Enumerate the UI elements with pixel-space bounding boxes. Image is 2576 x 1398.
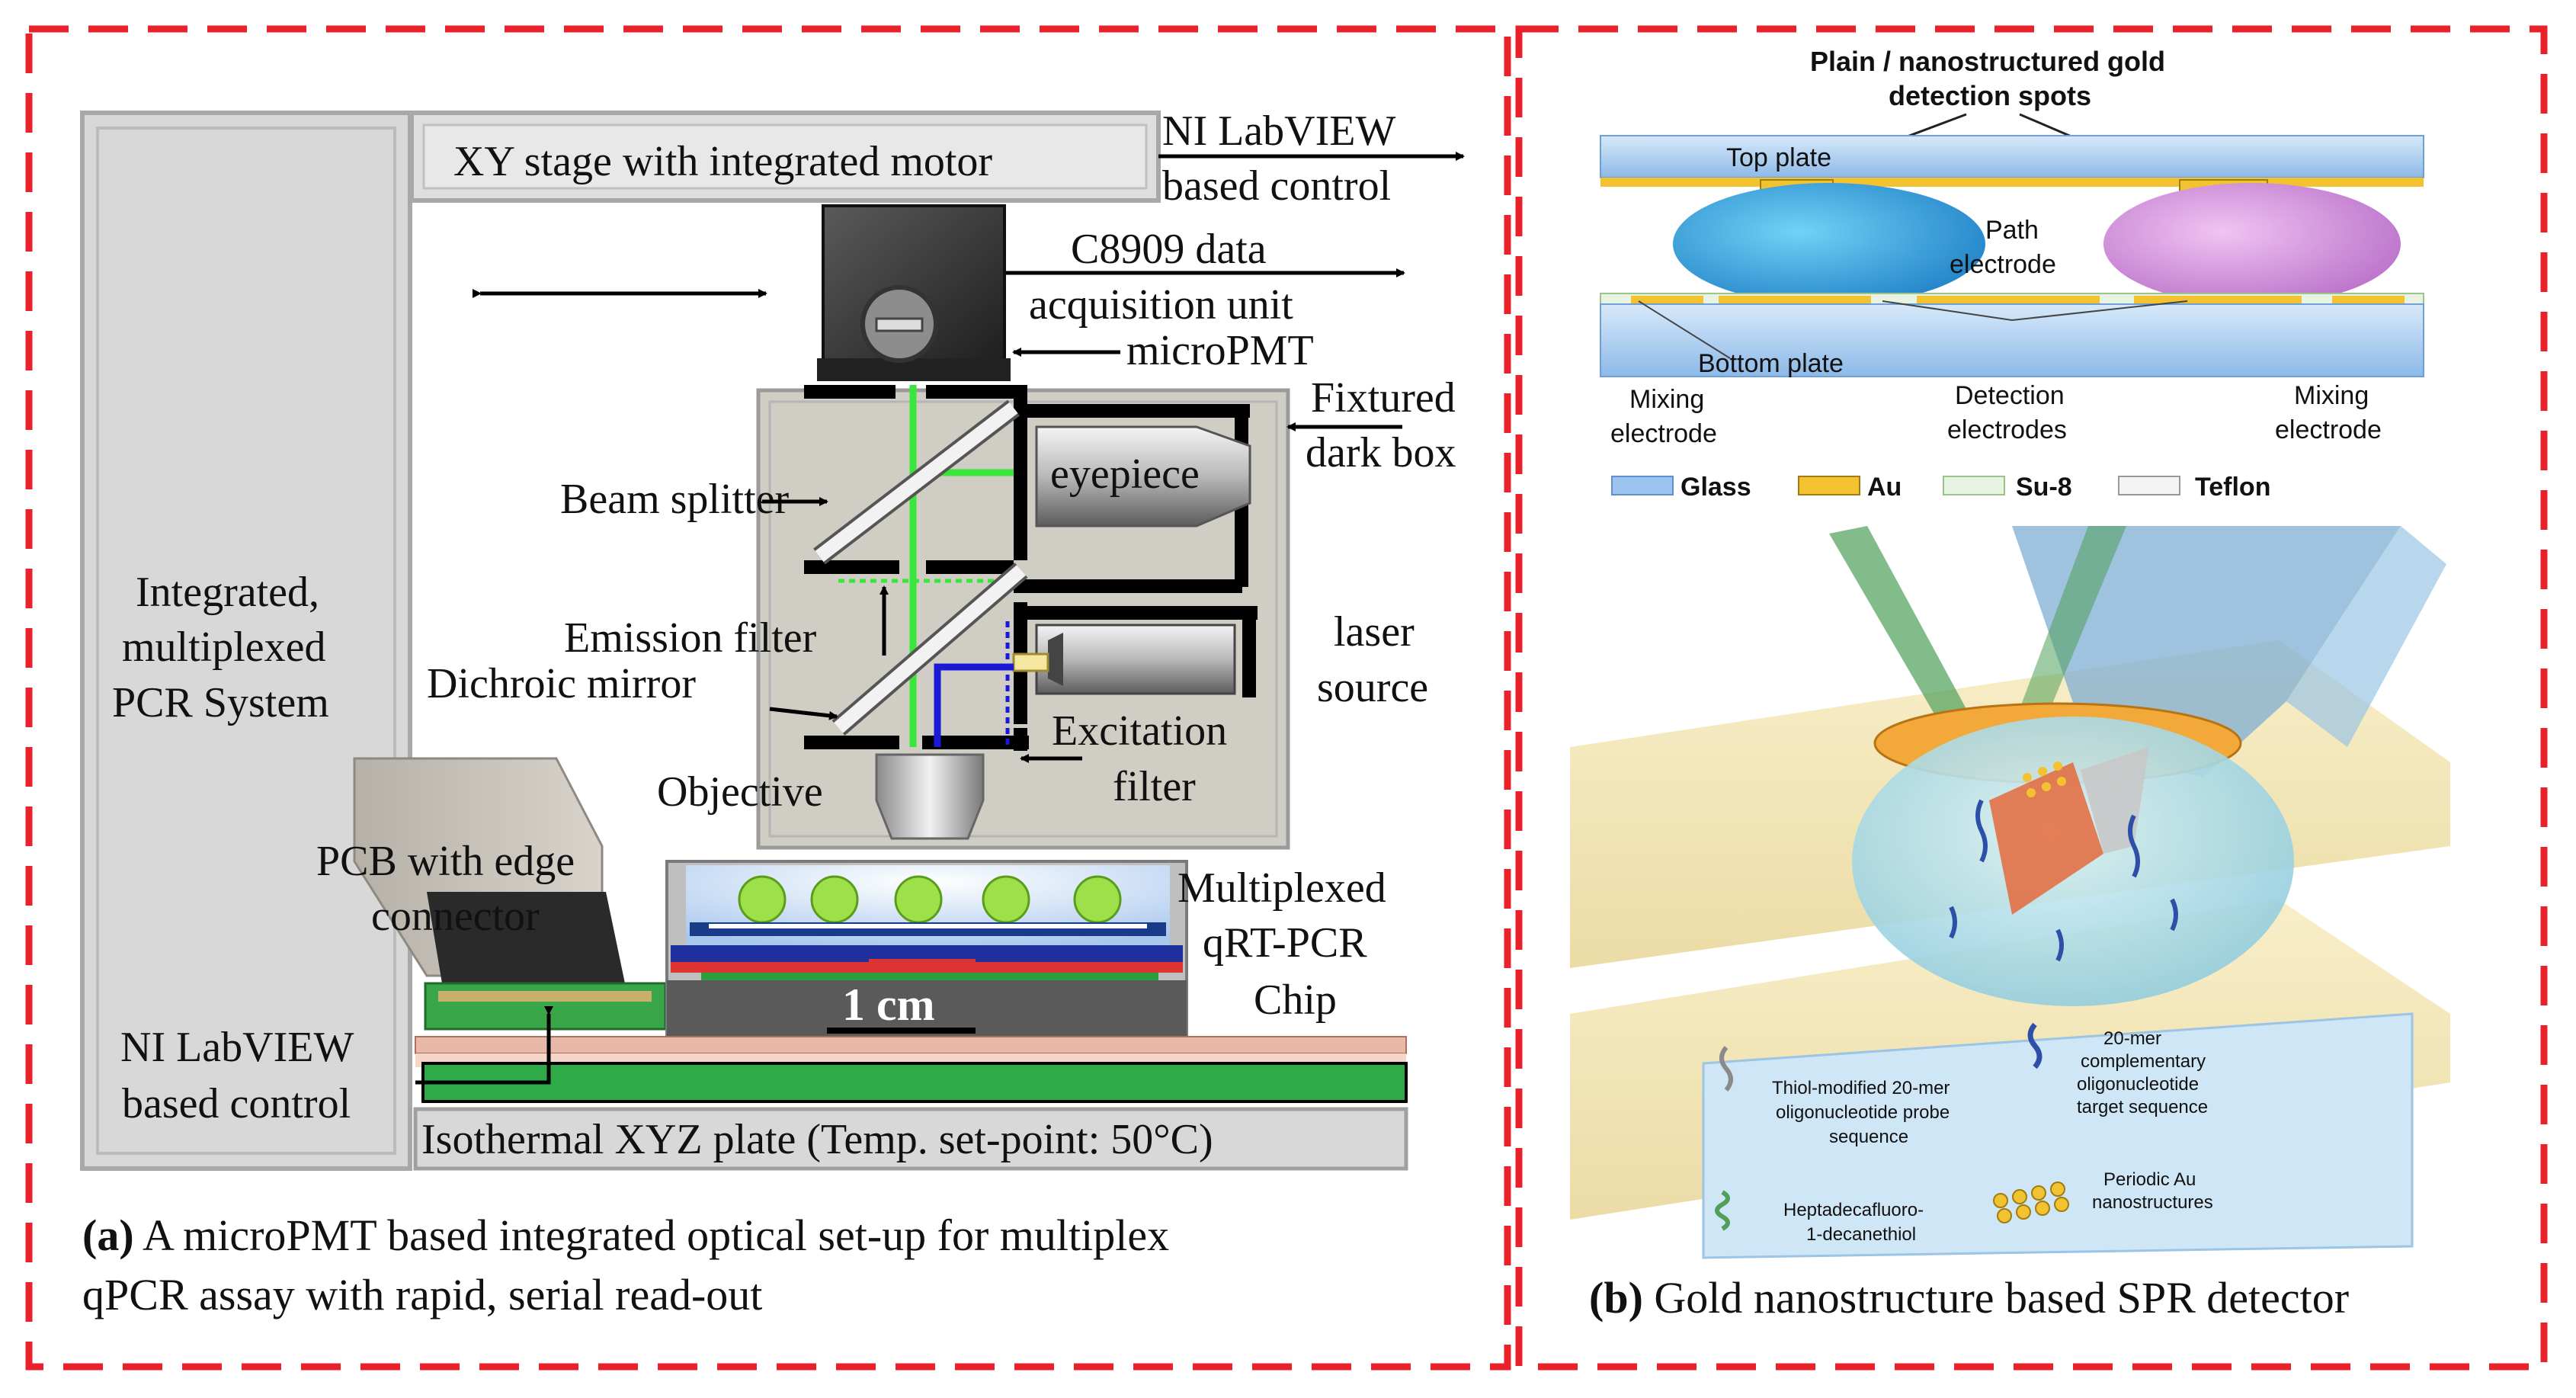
mixing-right-label-1: Mixing xyxy=(2294,381,2369,410)
dichroic-mirror-label: Dichroic mirror xyxy=(427,660,696,707)
eyepiece-label: eyepiece xyxy=(1050,451,1200,498)
path-label-2: electrode xyxy=(1950,250,2056,279)
inset-hepta-1: Heptadecafluoro- xyxy=(1783,1200,1924,1220)
panel-b: Plain / nanostructured gold detection sp… xyxy=(1570,46,2450,1323)
header-label-1: Plain / nanostructured gold xyxy=(1810,46,2165,77)
detection-label-1: Detection xyxy=(1955,381,2065,410)
panel-b-border xyxy=(1515,25,2548,1371)
c8909-label-2: acquisition unit xyxy=(1029,281,1293,329)
detection-label-2: electrodes xyxy=(1947,415,2067,444)
panel-a-caption-line-2: qPCR assay with rapid, serial read-out xyxy=(82,1270,762,1319)
scale-label: 1 cm xyxy=(842,980,935,1030)
panel-a-caption-bold: (a) xyxy=(82,1210,134,1260)
fixtured-label-2: dark box xyxy=(1306,429,1456,476)
isothermal-label: Isothermal XYZ plate (Temp. set-point: 5… xyxy=(421,1116,1213,1163)
inset-periodic-1: Periodic Au xyxy=(2103,1169,2196,1190)
inset-comp-3: oligonucleotide xyxy=(2077,1074,2199,1095)
inset-hepta-2: 1-decanethiol xyxy=(1806,1224,1916,1245)
dichroic-mirror xyxy=(831,563,1028,736)
xy-stage-label: XY stage with integrated motor xyxy=(453,138,992,185)
emission-filter-label: Emission filter xyxy=(564,614,817,662)
laser-label-1: laser xyxy=(1334,608,1415,656)
panel-a-caption-line-1: (a) A microPMT based integrated optical … xyxy=(82,1210,1169,1260)
box-walls xyxy=(804,385,1258,751)
legend-su8: Su-8 xyxy=(2016,473,2072,502)
panel-a-caption-text-1: A microPMT based integrated optical set-… xyxy=(134,1210,1169,1260)
inset-thiol-3: sequence xyxy=(1829,1127,1908,1147)
qrt-pcr-chip xyxy=(665,860,1188,1038)
header-label-2: detection spots xyxy=(1889,80,2091,111)
inset-periodic-2: nanostructures xyxy=(2092,1192,2213,1213)
inset-thiol-1: Thiol-modified 20-mer xyxy=(1772,1078,1950,1098)
mixing-right-label-2: electrode xyxy=(2275,415,2382,444)
panel-b-caption: (b) Gold nanostructure based SPR detecto… xyxy=(1589,1273,2349,1323)
eyepiece xyxy=(1035,425,1251,527)
pcb-label-1: PCB with edge xyxy=(316,838,575,885)
multiplexed-label-1: Multiplexed xyxy=(1177,864,1386,912)
integrated-label-1: Integrated, xyxy=(136,569,319,616)
beam-splitter-label: Beam splitter xyxy=(560,476,790,523)
laser-source xyxy=(1012,624,1236,695)
inset-thiol-2: oligonucleotide probe xyxy=(1776,1102,1950,1123)
c8909-label-1: C8909 data xyxy=(1071,226,1267,273)
pcr-system-pillar xyxy=(80,111,412,1171)
excitation-label-2: filter xyxy=(1113,763,1196,810)
objective xyxy=(875,753,985,840)
integrated-label-2: multiplexed xyxy=(122,624,326,671)
fixtured-label-1: Fixtured xyxy=(1311,374,1456,422)
panel-a: XY stage with integrated motor NI LabVIE… xyxy=(80,107,1465,1319)
inset-comp-2: complementary xyxy=(2081,1051,2206,1072)
panel-b-caption-bold: (b) xyxy=(1589,1273,1643,1323)
legend-teflon: Teflon xyxy=(2195,473,2270,502)
objective-label: Objective xyxy=(657,768,823,816)
bottom-plate-label: Bottom plate xyxy=(1698,349,1844,378)
inset-comp-1: 20-mer xyxy=(2103,1028,2161,1049)
multiplexed-label-2: qRT-PCR xyxy=(1203,919,1367,967)
inset-comp-4: target sequence xyxy=(2077,1097,2208,1117)
laser-label-2: source xyxy=(1317,664,1428,711)
panel-a-border xyxy=(25,25,1511,1371)
legend-glass: Glass xyxy=(1680,473,1751,502)
material-legend: Glass Au Su-8 Teflon xyxy=(1611,473,2270,502)
top-plate-label: Top plate xyxy=(1726,143,1831,172)
pcb-label-2: connector xyxy=(371,893,540,940)
chip-cross-section xyxy=(1600,135,2424,377)
beam-splitter xyxy=(813,399,1020,565)
periodic-au-icon xyxy=(1993,1182,2069,1223)
labview-bottom-label-1: NI LabVIEW xyxy=(120,1024,354,1071)
micropmt-device xyxy=(817,204,1011,381)
labview-top-label-2: based control xyxy=(1162,162,1391,210)
excitation-path xyxy=(934,663,1014,747)
multiplexed-label-3: Chip xyxy=(1254,976,1337,1024)
pcb-edge-connector xyxy=(424,982,667,1031)
molecule-inset: Thiol-modified 20-mer oligonucleotide pr… xyxy=(1702,1012,2414,1259)
path-label-1: Path xyxy=(1985,216,2039,245)
labview-top-label-1: NI LabVIEW xyxy=(1162,107,1395,155)
legend-au: Au xyxy=(1867,473,1902,502)
ribbon-cable xyxy=(353,757,625,983)
mixing-left-label-2: electrode xyxy=(1610,419,1717,448)
mixing-left-label-1: Mixing xyxy=(1629,385,1704,414)
panel-b-caption-text: Gold nanostructure based SPR detector xyxy=(1643,1273,2349,1323)
labview-bottom-label-2: based control xyxy=(122,1080,351,1127)
integrated-label-3: PCR System xyxy=(112,679,329,726)
micropmt-label: microPMT xyxy=(1126,327,1314,374)
excitation-label-1: Excitation xyxy=(1052,707,1227,755)
